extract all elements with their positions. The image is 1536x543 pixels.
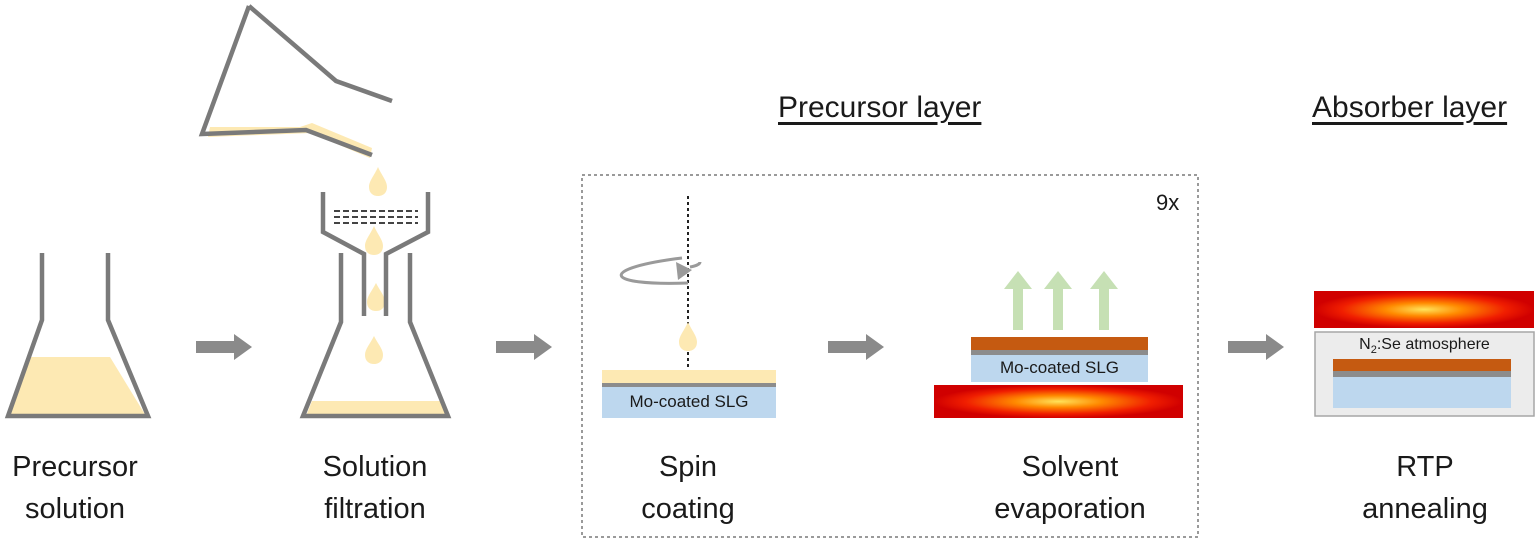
atmosphere-suffix: :Se atmosphere <box>1376 336 1490 353</box>
step-3-line-2: coating <box>641 493 735 525</box>
evaporation-stack-icon <box>971 337 1148 382</box>
atmosphere-subscript: 2 <box>1370 344 1377 357</box>
rtp-heater <box>1314 291 1534 328</box>
absorber-layer-heading: Absorber layer <box>1312 91 1508 124</box>
rtp-chamber-icon <box>1314 331 1535 417</box>
process-arrow-1 <box>196 334 252 360</box>
repeat-box <box>581 174 1199 538</box>
evap-substrate-label: Mo-coated SLG <box>999 358 1120 377</box>
step-2-line-1: Solution <box>322 451 428 483</box>
step-3-line-1: Spin <box>658 451 718 483</box>
process-arrow-4 <box>1228 334 1284 360</box>
spin-substrate-label: Mo-coated SLG <box>629 392 749 411</box>
process-arrow-2 <box>496 334 552 360</box>
precursor-layer-heading: Precursor layer <box>778 91 982 124</box>
step-caption-rtp-annealing: RTP annealing <box>1350 446 1500 530</box>
pouring-flask-icon <box>198 4 393 158</box>
step-caption-precursor-solution: Precursor solution <box>0 446 150 530</box>
step-caption-solvent-evaporation: Solvent evaporation <box>980 446 1160 530</box>
step-1-line-1: Precursor <box>12 451 138 483</box>
step-caption-solution-filtration: Solution filtration <box>300 446 450 530</box>
receiving-flask-icon <box>299 253 452 419</box>
atmosphere-label: N2:Se atmosphere <box>1315 336 1534 356</box>
process-arrow-3 <box>828 334 884 360</box>
atmosphere-prefix: N <box>1359 336 1371 353</box>
repeat-count-label: 9x <box>1156 190 1180 215</box>
step-5-line-1: RTP <box>1396 451 1454 483</box>
step-4-line-1: Solvent <box>1021 451 1119 483</box>
step-caption-spin-coating: Spin coating <box>613 446 763 530</box>
spin-coating-icon <box>602 196 776 418</box>
step-2-line-2: filtration <box>324 493 426 525</box>
step-1-line-2: solution <box>25 493 125 525</box>
step-5-line-2: annealing <box>1362 493 1488 525</box>
flask-with-solution-icon <box>4 253 152 419</box>
hot-plate <box>934 385 1183 418</box>
falling-drops-icon <box>365 167 387 364</box>
filter-funnel-icon <box>320 192 431 316</box>
step-4-line-2: evaporation <box>994 493 1146 525</box>
vapor-arrows-icon <box>1004 271 1118 330</box>
